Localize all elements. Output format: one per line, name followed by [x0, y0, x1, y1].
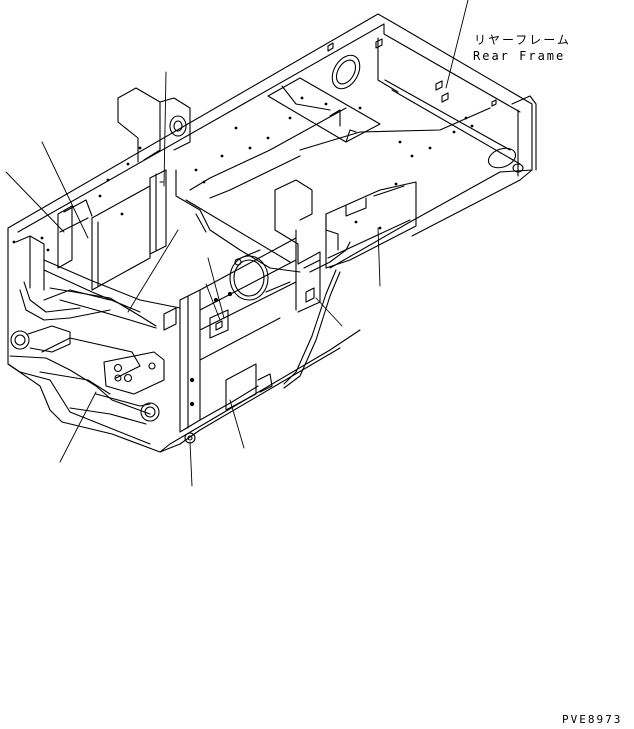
callout-label-japanese: リヤーフレーム	[474, 33, 571, 47]
rear-deck	[267, 37, 524, 173]
frame-outline	[7, 13, 537, 453]
center-bracket	[274, 179, 321, 313]
leader-rear-frame	[445, 0, 469, 89]
mid-deck	[175, 107, 491, 389]
front-cross-member	[9, 235, 181, 425]
cylinder-sleeve	[229, 249, 291, 301]
center-front-plates	[163, 237, 297, 444]
figure-code: PVE8973	[562, 713, 623, 726]
callout-label-english: Rear Frame	[473, 49, 566, 63]
rivets	[12, 96, 474, 252]
leader-lines	[5, 0, 469, 487]
front-left-brackets	[57, 87, 191, 291]
right-panel	[325, 181, 417, 269]
